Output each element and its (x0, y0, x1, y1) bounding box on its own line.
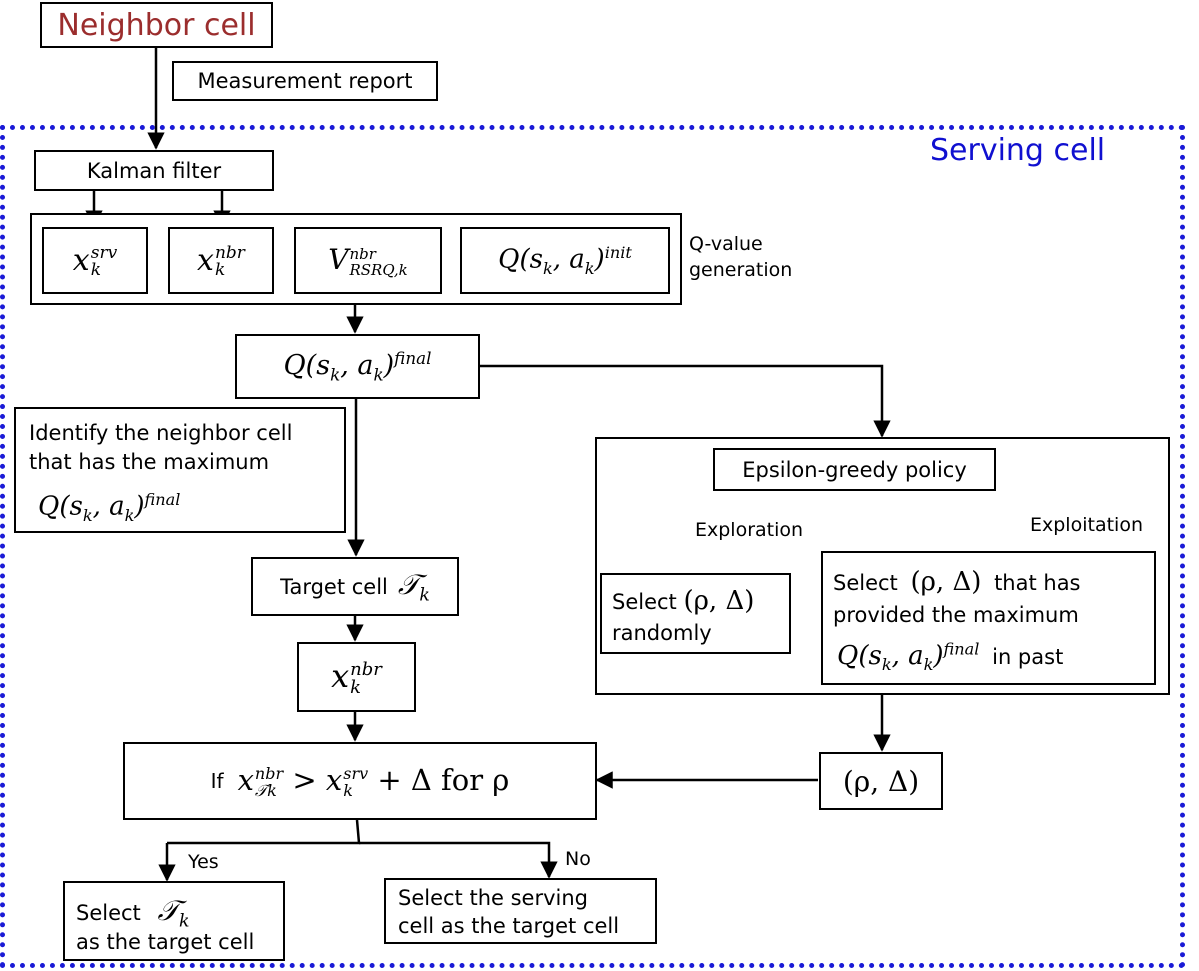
select-target-box: Select 𝒯k as the target cell (63, 881, 285, 961)
measurement-report-box: Measurement report (172, 61, 438, 101)
select-random-line-1: Select (ρ, Δ) (612, 586, 755, 616)
identify-line-1: Identify the neighbor cell (29, 421, 293, 445)
kalman-filter-label: Kalman filter (86, 158, 222, 183)
neighbor-cell-box: Neighbor cell (40, 2, 273, 48)
arrow-qfinal-to-epsilon (480, 364, 891, 438)
q-final-math: Q(sk, ak)final (283, 348, 432, 385)
epsilon-greedy-label: Epsilon-greedy policy (742, 457, 967, 482)
q-final-box: Q(sk, ak)final (235, 334, 480, 399)
identify-max-neighbor-box: Identify the neighbor cell that has the … (14, 407, 346, 533)
no-label: No (565, 848, 591, 870)
qvalue-generation-label-1: Q-value (689, 233, 763, 255)
serving-cell-region (0, 125, 1185, 968)
q-init-box: Q(sk, ak)init (460, 227, 670, 294)
select-best-line-2: provided the maximum (833, 603, 1079, 627)
serving-cell-title: Serving cell (930, 133, 1106, 168)
target-cell-label: Target cell (280, 574, 388, 599)
identify-q-math: Q(sk, ak)final (38, 490, 181, 525)
select-target-line-2: as the target cell (76, 930, 255, 954)
select-best-line-3: Q(sk, ak)final in past (837, 639, 1064, 674)
q-init-math: Q(sk, ak)init (498, 243, 632, 278)
select-serving-line-1: Select the serving (398, 886, 588, 910)
arrow-to-no (359, 841, 558, 879)
rho-delta-box: (ρ, Δ) (819, 752, 943, 810)
target-cell-box: Target cell 𝒯k (251, 557, 459, 616)
select-target-line-1: Select 𝒯k (76, 894, 190, 932)
target-cell-symbol: 𝒯k (397, 567, 430, 606)
epsilon-greedy-box: Epsilon-greedy policy (713, 448, 996, 491)
select-random-box: Select (ρ, Δ) randomly (600, 573, 791, 654)
neighbor-cell-title: Neighbor cell (57, 7, 256, 43)
measurement-report-label: Measurement report (197, 69, 413, 93)
condition-if-label: If (210, 769, 224, 793)
select-best-box: Select (ρ, Δ) that has provided the maxi… (821, 551, 1156, 685)
select-serving-line-2: cell as the target cell (398, 914, 620, 938)
exploitation-label: Exploitation (1030, 514, 1143, 536)
select-best-line-1: Select (ρ, Δ) that has (833, 567, 1081, 597)
kalman-filter-box: Kalman filter (34, 150, 274, 191)
select-random-line-2: randomly (612, 621, 712, 645)
identify-line-2: that has the maximum (29, 450, 270, 474)
select-serving-box: Select the serving cell as the target ce… (384, 878, 657, 944)
qvalue-generation-label-2: generation (689, 259, 793, 281)
yes-label: Yes (188, 851, 219, 873)
exploration-label: Exploration (695, 519, 804, 541)
rho-delta-math: (ρ, Δ) (842, 764, 920, 798)
